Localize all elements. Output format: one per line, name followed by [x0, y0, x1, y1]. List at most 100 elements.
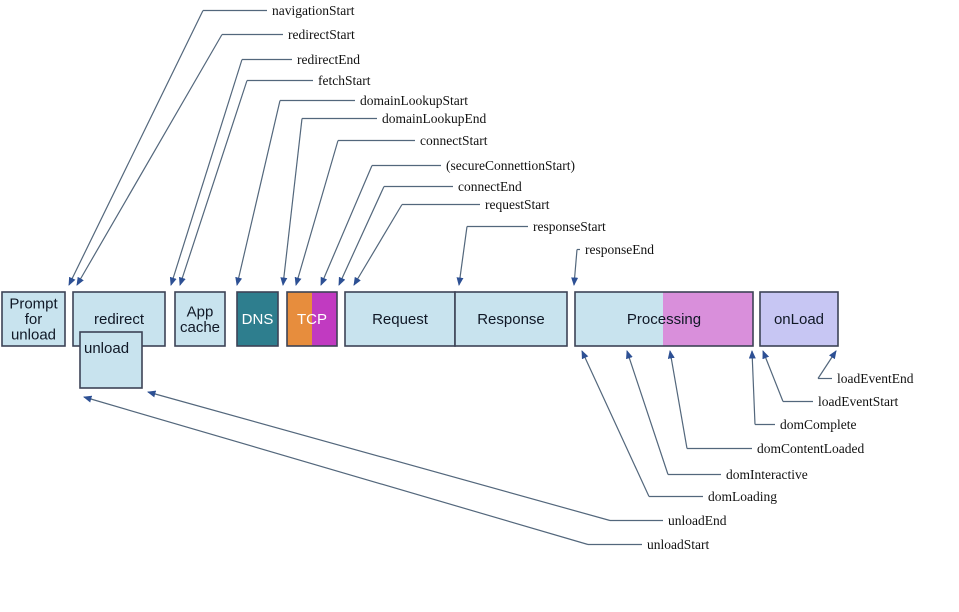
- box-label-line-unload-0: unload: [84, 340, 129, 357]
- event-leader-load-event-end: loadEventEnd: [817, 350, 914, 386]
- event-label-navigation-start: navigationStart: [272, 3, 355, 18]
- box-label-dns: DNS: [242, 311, 274, 328]
- box-app-cache-segment-0: [175, 292, 225, 346]
- box-request-segment-0: [345, 292, 455, 346]
- event-label-domain-lookup-start: domainLookupStart: [360, 93, 468, 108]
- leader-arrow-redirect-end: [169, 59, 243, 286]
- event-label-connect-end: connectEnd: [458, 179, 522, 194]
- event-label-response-start: responseStart: [533, 219, 606, 234]
- event-leader-redirect-end: redirectEnd: [169, 52, 360, 286]
- event-label-redirect-start: redirectStart: [288, 27, 355, 42]
- event-leader-unload-start: unloadStart: [83, 395, 709, 552]
- leader-arrow-dom-complete: [748, 350, 756, 425]
- box-label-unload: unload: [84, 340, 129, 357]
- event-leader-unload-end: unloadEnd: [147, 390, 727, 528]
- leader-arrow-response-end: [571, 249, 579, 286]
- box-onload: onLoad: [759, 291, 839, 347]
- event-leader-domain-lookup-start: domainLookupStart: [235, 93, 468, 286]
- event-leader-fetch-start: fetchStart: [179, 73, 371, 286]
- event-label-dom-interactive: domInteractive: [726, 467, 808, 482]
- event-leader-request-start: requestStart: [353, 197, 550, 286]
- event-label-unload-end: unloadEnd: [668, 513, 727, 528]
- box-prompt-for-unload-segment-0: [2, 292, 65, 346]
- box-label-onload: onLoad: [774, 311, 824, 328]
- box-request: Request: [344, 291, 456, 347]
- box-label-tcp: TCP: [297, 311, 327, 328]
- box-tcp-segment-0: [287, 292, 312, 346]
- leader-arrow-unload-start: [83, 395, 589, 546]
- event-leader-dom-content-loaded: domContentLoaded: [667, 350, 864, 456]
- box-label-response: Response: [477, 311, 545, 328]
- box-prompt-for-unload-outline: [1, 291, 66, 347]
- leader-arrow-connect-start: [294, 140, 339, 286]
- event-leader-connect-start: connectStart: [294, 133, 488, 286]
- leader-arrow-dom-loading: [581, 350, 650, 497]
- event-label-secure-connection-start: (secureConnettionStart): [446, 158, 575, 173]
- box-label-line-dns-0: DNS: [242, 311, 274, 328]
- box-unload-outline: [79, 331, 143, 389]
- box-label-line-request-0: Request: [372, 311, 429, 328]
- box-label-line-prompt-for-unload-1: for: [25, 311, 43, 328]
- box-tcp-outline: [286, 291, 338, 347]
- event-label-load-event-start: loadEventStart: [818, 394, 898, 409]
- event-label-unload-start: unloadStart: [647, 537, 709, 552]
- box-response: Response: [454, 291, 568, 347]
- event-label-dom-complete: domComplete: [780, 417, 857, 432]
- leader-arrow-response-start: [456, 226, 468, 286]
- box-tcp: TCP: [286, 291, 338, 347]
- leader-arrow-load-event-start: [762, 350, 784, 402]
- event-label-domain-lookup-end: domainLookupEnd: [382, 111, 486, 126]
- event-label-connect-start: connectStart: [420, 133, 488, 148]
- leader-arrow-dom-content-loaded: [667, 350, 688, 449]
- event-label-fetch-start: fetchStart: [318, 73, 371, 88]
- leader-arrow-load-event-end: [817, 350, 837, 379]
- box-dns: DNS: [236, 291, 279, 347]
- box-processing: Processing: [574, 291, 754, 347]
- box-unload: unload: [79, 331, 143, 389]
- event-leader-response-start: responseStart: [456, 219, 606, 286]
- leader-arrow-connect-end: [338, 186, 385, 286]
- leader-arrow-redirect-start: [76, 34, 223, 286]
- box-label-processing: Processing: [627, 311, 701, 328]
- event-label-dom-content-loaded: domContentLoaded: [757, 441, 864, 456]
- event-leader-secure-connection-start: (secureConnettionStart): [320, 158, 575, 286]
- box-label-line-prompt-for-unload-0: Prompt: [9, 296, 58, 313]
- event-leader-load-event-start: loadEventStart: [762, 350, 898, 409]
- event-leader-response-end: responseEnd: [571, 242, 654, 286]
- box-response-segment-0: [455, 292, 567, 346]
- box-label-redirect: redirect: [94, 311, 145, 328]
- leader-arrow-fetch-start: [179, 80, 248, 286]
- event-leader-redirect-start: redirectStart: [76, 27, 355, 286]
- box-label-line-prompt-for-unload-2: unload: [11, 327, 56, 344]
- event-label-dom-loading: domLoading: [708, 489, 777, 504]
- box-onload-outline: [759, 291, 839, 347]
- leader-arrow-dom-interactive: [626, 350, 669, 475]
- box-app-cache-outline: [174, 291, 226, 347]
- box-dns-segment-0: [237, 292, 278, 346]
- box-processing-outline: [574, 291, 754, 347]
- event-leader-navigation-start: navigationStart: [68, 3, 355, 286]
- box-label-line-app-cache-0: App: [187, 303, 214, 320]
- box-onload-segment-0: [760, 292, 838, 346]
- box-unload-segment-0: [80, 332, 142, 388]
- event-leader-dom-loading: domLoading: [581, 350, 777, 504]
- leader-arrow-secure-connection-start: [320, 165, 373, 286]
- event-label-response-end: responseEnd: [585, 242, 654, 257]
- event-label-request-start: requestStart: [485, 197, 550, 212]
- leader-arrow-request-start: [353, 204, 403, 286]
- box-label-request: Request: [372, 311, 429, 328]
- leader-arrow-navigation-start: [68, 10, 204, 286]
- box-label-line-onload-0: onLoad: [774, 311, 824, 328]
- event-label-redirect-end: redirectEnd: [297, 52, 360, 67]
- leader-arrow-domain-lookup-end: [280, 118, 303, 286]
- event-leader-dom-complete: domComplete: [748, 350, 857, 432]
- event-leader-connect-end: connectEnd: [338, 179, 522, 286]
- leader-arrow-domain-lookup-start: [235, 100, 281, 286]
- box-label-line-tcp-0: TCP: [297, 311, 327, 328]
